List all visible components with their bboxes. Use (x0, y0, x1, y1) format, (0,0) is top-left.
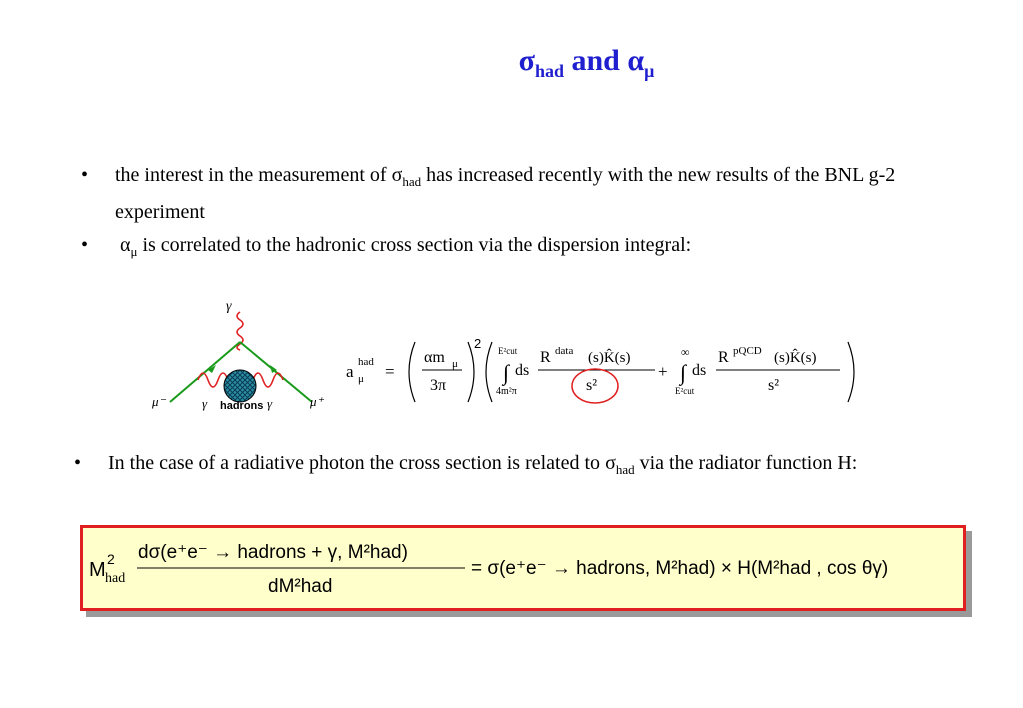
rhs-expression: = σ(e⁺e⁻ → hadrons, M²had) × H(M²had , c… (471, 558, 888, 579)
bullet-3: • In the case of a radiative photon the … (74, 448, 908, 485)
photon-right-line (252, 372, 284, 388)
bullet-2-sym: α (120, 234, 131, 256)
highlight-circle (571, 368, 619, 404)
title-had: had (534, 61, 564, 81)
bullet-2: • αμ is correlated to the hadronic cross… (81, 230, 915, 267)
frac-den: 3π (430, 377, 446, 394)
bullet-1-sub: had (402, 174, 422, 189)
int1-lower: 4m²π (496, 386, 517, 397)
frac-num-sub: μ (452, 358, 458, 370)
muon-line-left (169, 341, 241, 403)
R-pqcd-sup: pQCD (733, 345, 762, 357)
hadrons-label: hadrons (220, 400, 263, 412)
arrow-right (270, 365, 277, 373)
K1: (s)K̂(s) (588, 349, 631, 366)
arrow-left (208, 365, 216, 373)
gamma-right-label: γ (267, 396, 273, 411)
bullet-3-sym: σ (605, 452, 616, 474)
M-lhs-sup: 2 (107, 551, 115, 567)
a-mu: a (346, 362, 354, 381)
paren-left-1 (408, 341, 416, 403)
title-and: and (571, 44, 620, 77)
bullet-1: • the interest in the measurement of σha… (81, 160, 915, 227)
bullet-1-post: has increased recently with the new resu… (115, 164, 896, 223)
R-pqcd: R (718, 349, 729, 366)
dispersion-formula: a had μ = αm μ 3π 2 E²cut ∫ 4m²π ds R da… (346, 336, 855, 404)
K2: (s)K̂(s) (774, 349, 817, 366)
paren-left-2 (485, 341, 493, 403)
muon-line-right (239, 341, 313, 403)
bullet-1-pre: the interest in the measurement of (115, 164, 392, 186)
plus-sign: + (658, 362, 668, 381)
bullet-2-sub: μ (130, 244, 138, 259)
equals-sign: = (385, 362, 395, 381)
deriv-denominator: dM²had (268, 576, 332, 597)
title-alpha: α (627, 44, 645, 77)
bullet-3-pre: In the case of a radiative photon the cr… (108, 452, 606, 474)
s-squared-2: s² (768, 377, 779, 394)
mu-plus-label: μ⁺ (309, 394, 325, 409)
slide-title: σhad and αμ (0, 44, 1023, 82)
bullet-3-sub: had (615, 462, 635, 477)
int2-sign: ∫ (678, 360, 688, 386)
int2-upper: ∞ (681, 345, 690, 359)
R-data-sup: data (555, 345, 573, 357)
bullet-dot: • (74, 452, 82, 474)
title-mu: μ (644, 61, 655, 81)
M-lhs-sub: had (105, 571, 125, 586)
feynman-diagram: γ γ γ μ⁻ μ⁺ hadrons (151, 299, 325, 412)
frac-num: αm (424, 349, 445, 366)
a-sup: had (358, 356, 374, 368)
gamma-left-label: γ (202, 396, 208, 411)
bullet-3-post: via the radiator function H: (634, 452, 858, 474)
bullet-2-post: is correlated to the hadronic cross sect… (137, 234, 692, 256)
bullet-1-sym: σ (391, 164, 403, 186)
M-lhs: M (89, 559, 106, 581)
photon-top-line (236, 311, 244, 351)
ds-1: ds (515, 362, 529, 379)
hadron-blob (223, 369, 257, 403)
ds-2: ds (692, 362, 706, 379)
bullet-dot: • (81, 234, 89, 256)
gamma-top-label: γ (226, 299, 232, 314)
paren-right-2 (847, 341, 855, 403)
radiator-formula-box: M 2 had dσ(e⁺e⁻ → hadrons + γ, M²had) dM… (80, 525, 966, 611)
int2-lower: E²cut (675, 386, 695, 396)
bullet-dot: • (81, 164, 89, 186)
s-squared-1: s² (586, 377, 597, 394)
title-sigma: σ (518, 44, 535, 77)
radiator-formula: M 2 had dσ(e⁺e⁻ → hadrons + γ, M²had) dM… (89, 542, 888, 597)
deriv-numerator: dσ(e⁺e⁻ → hadrons + γ, M²had) (138, 542, 408, 563)
int1-sign: ∫ (501, 360, 511, 386)
mu-minus-label: μ⁻ (151, 394, 167, 409)
paren-right-1 (467, 341, 475, 403)
sq-exp: 2 (474, 336, 481, 351)
R-data: R (540, 349, 551, 366)
photon-left-line (197, 372, 229, 388)
int1-upper: E²cut (498, 346, 518, 356)
a-sub: μ (358, 373, 364, 385)
